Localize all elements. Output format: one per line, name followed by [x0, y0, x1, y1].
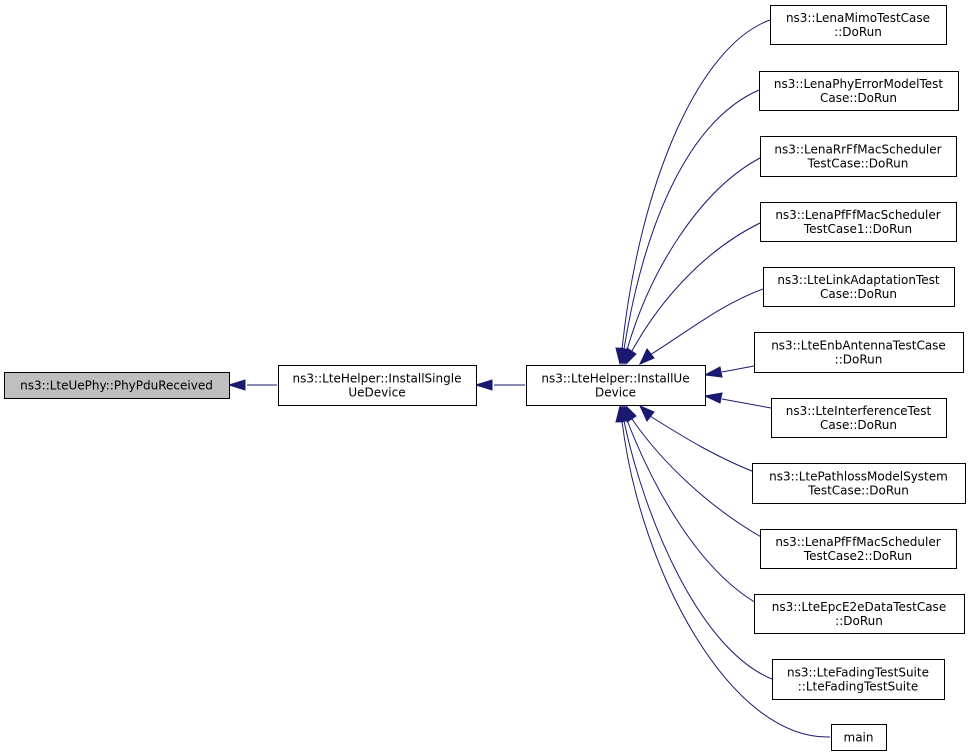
edge-line: [621, 420, 831, 738]
node-label-line: ns3::LtePathlossModelSystem: [769, 470, 948, 484]
edge-line: [621, 19, 771, 350]
node-box: [754, 332, 964, 373]
nodes-layer: ns3::LteUePhy::PhyPduReceived ns3::LteHel…: [4, 5, 966, 751]
node-epc-e2e[interactable]: ns3::LteEpcE2eDataTestCase::DoRun: [754, 594, 965, 634]
node-box: [763, 267, 955, 307]
node-box: [760, 529, 957, 569]
node-fading[interactable]: ns3::LteFadingTestSuite::LteFadingTestSu…: [772, 659, 945, 700]
arrowhead: [227, 379, 246, 391]
node-box: [772, 659, 945, 700]
edge-fading-to-install-ue: [617, 404, 773, 680]
edge-line: [649, 415, 766, 477]
node-label-line: Case::DoRun: [820, 91, 897, 105]
edges-layer: [227, 19, 831, 738]
node-label-line: ns3::LteFadingTestSuite: [787, 666, 929, 680]
node-box: [752, 463, 966, 504]
edge-interference-to-install-ue: [703, 392, 772, 409]
node-label-line: ns3::LteInterferenceTest: [786, 404, 932, 418]
edge-line: [631, 418, 773, 544]
node-label-line: ns3::LteLinkAdaptationTest: [777, 273, 939, 287]
node-label-line: ns3::LteHelper::InstallSingle: [293, 372, 462, 386]
edge-main-to-install-ue: [615, 404, 831, 738]
edge-line: [721, 398, 772, 409]
node-label-line: ns3::LenaPfFfMacScheduler: [775, 208, 940, 222]
node-label-line: main: [844, 731, 874, 745]
node-label-line: TestCase::DoRun: [807, 484, 909, 498]
arrowhead: [703, 392, 723, 404]
edge-line: [626, 419, 773, 612]
node-pf-ff-2[interactable]: ns3::LenaPfFfMacSchedulerTestCase2::DoRu…: [760, 529, 957, 569]
node-label-line: TestCase::DoRun: [807, 157, 909, 171]
node-label-line: ns3::LenaMimoTestCase: [786, 11, 930, 25]
node-label-line: ns3::LteHelper::InstallUe: [541, 372, 689, 386]
node-box: [770, 5, 947, 45]
edge-link-adapt-to-install-ue: [638, 288, 764, 365]
edge-rr-ff-to-install-ue: [620, 157, 761, 366]
arrowhead: [638, 405, 655, 422]
node-label-line: ::LteFadingTestSuite: [798, 680, 918, 694]
arrowhead: [615, 404, 628, 423]
edge-line: [649, 288, 764, 356]
node-box: [760, 202, 957, 242]
edge-line: [623, 89, 760, 350]
node-label-line: ns3::LenaPhyErrorModelTest: [774, 77, 944, 91]
node-box: [760, 136, 957, 177]
node-label-line: ::DoRun: [835, 614, 883, 628]
node-pathloss[interactable]: ns3::LtePathlossModelSystemTestCase::DoR…: [752, 463, 966, 504]
edge-pf-ff-1-to-install-ue: [625, 222, 761, 366]
node-label-line: Case::DoRun: [820, 418, 897, 432]
edge-line: [721, 365, 755, 373]
node-box: [4, 372, 230, 399]
node-box: [771, 398, 947, 438]
node-label-line: UeDevice: [348, 386, 405, 400]
arrowhead: [474, 379, 493, 391]
edge-pathloss-to-install-ue: [638, 405, 766, 477]
node-label-line: ns3::LenaRrFfMacScheduler: [774, 143, 941, 157]
edge-line: [626, 157, 761, 351]
edge-phy-error-to-install-ue: [617, 89, 760, 366]
node-root: ns3::LteUePhy::PhyPduReceived: [4, 372, 230, 399]
edge-mimo-to-install-ue: [615, 19, 771, 366]
edge-line: [623, 420, 773, 680]
node-enb-antenna[interactable]: ns3::LteEnbAntennaTestCase::DoRun: [754, 332, 964, 373]
node-box: [526, 365, 706, 406]
node-mimo[interactable]: ns3::LenaMimoTestCase::DoRun: [770, 5, 947, 45]
arrowhead: [638, 348, 655, 365]
edge-epc-e2e-to-install-ue: [620, 404, 773, 612]
node-label-line: TestCase1::DoRun: [803, 222, 912, 236]
node-label-line: ::DoRun: [834, 25, 882, 39]
edge-pf-ff-2-to-install-ue: [625, 404, 773, 544]
node-label-line: Device: [595, 386, 636, 400]
node-box: [278, 365, 477, 406]
edge-enb-antenna-to-install-ue: [703, 365, 755, 378]
edge-install-ue-to-install-single: [474, 379, 525, 391]
node-box: [759, 71, 959, 111]
node-box: [754, 594, 965, 634]
node-label-line: ns3::LteEnbAntennaTestCase: [771, 339, 946, 353]
node-label-line: ns3::LenaPfFfMacScheduler: [775, 535, 940, 549]
arrowhead: [625, 347, 637, 366]
edge-install-single-to-root: [227, 379, 277, 391]
node-box: [831, 724, 887, 751]
node-label-line: ns3::LteEpcE2eDataTestCase: [772, 600, 946, 614]
node-label-line: Case::DoRun: [820, 287, 897, 301]
node-label-line: TestCase2::DoRun: [803, 549, 912, 563]
node-label-line: ns3::LteUePhy::PhyPduReceived: [20, 379, 213, 393]
node-pf-ff-1[interactable]: ns3::LenaPfFfMacSchedulerTestCase1::DoRu…: [760, 202, 957, 242]
edge-line: [631, 222, 761, 352]
arrowhead: [703, 366, 723, 378]
node-label-line: ::DoRun: [835, 353, 883, 367]
node-main[interactable]: main: [831, 724, 887, 751]
